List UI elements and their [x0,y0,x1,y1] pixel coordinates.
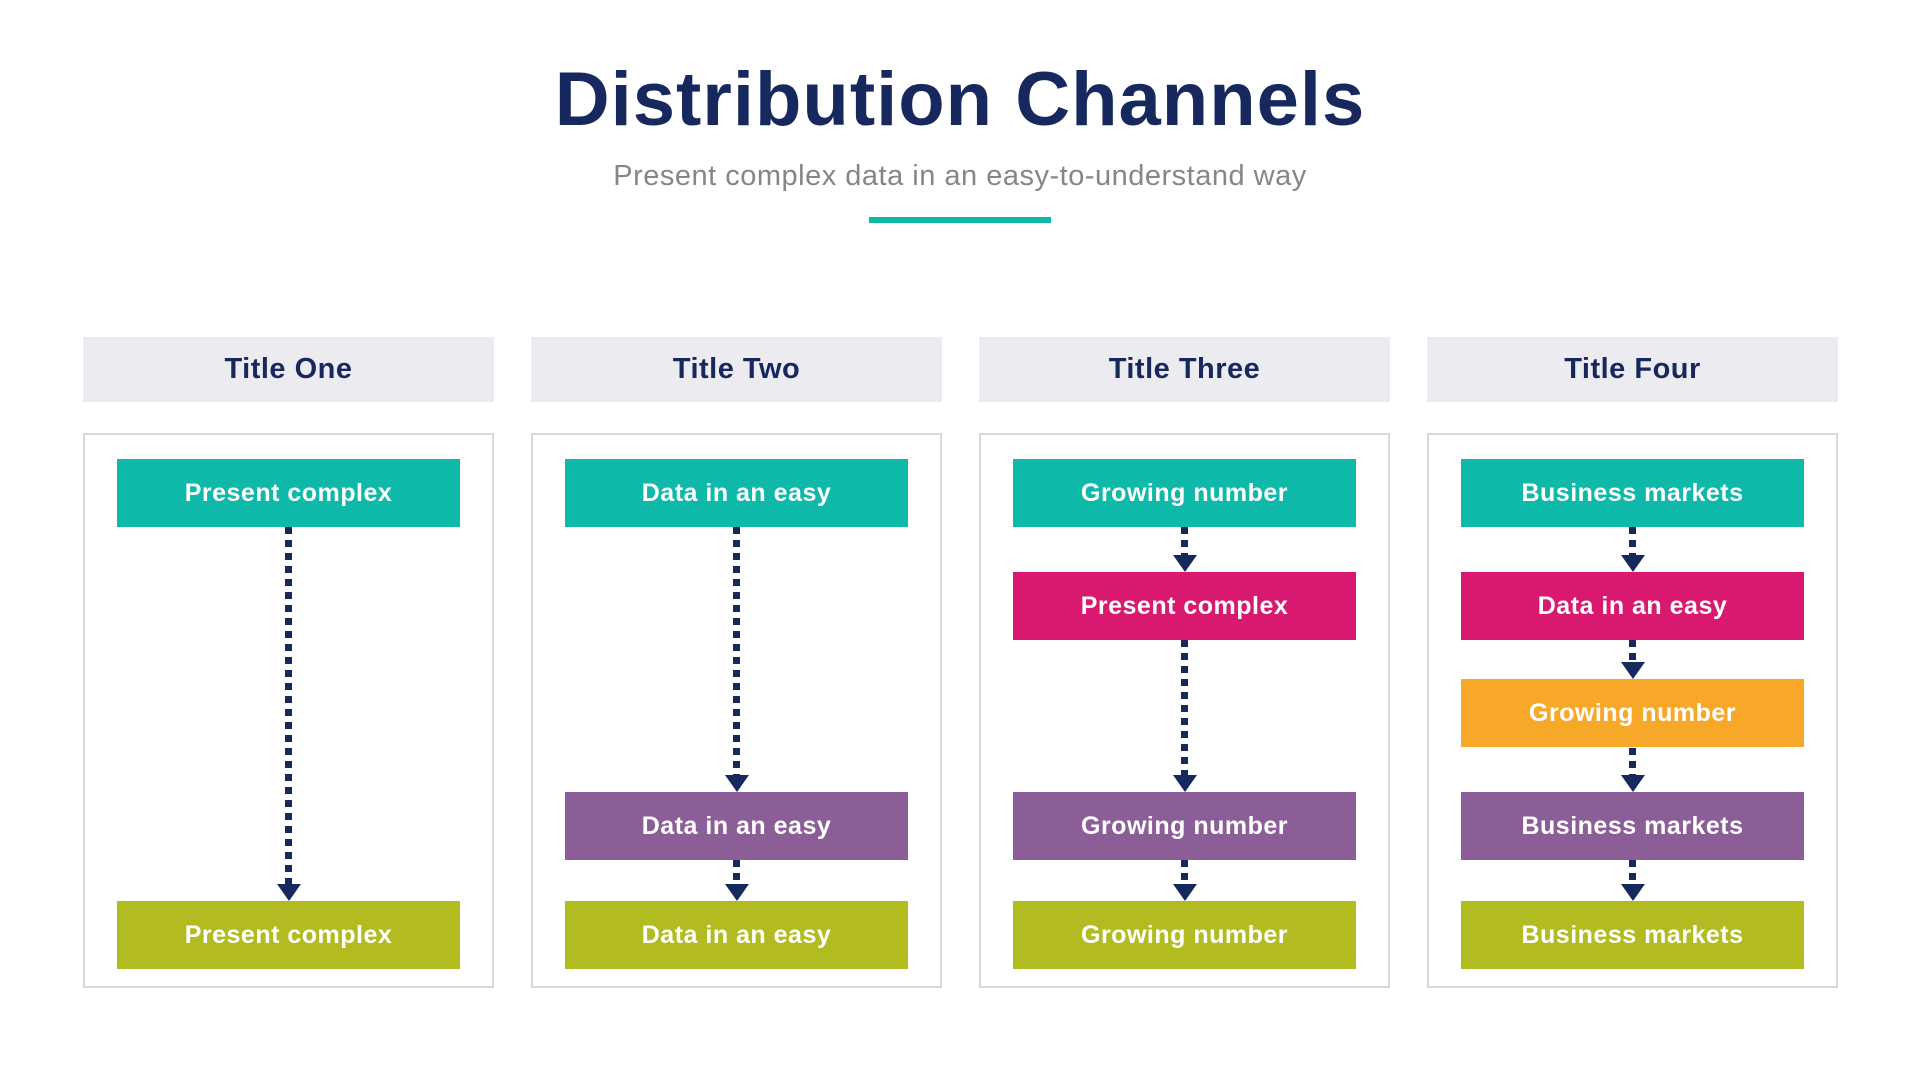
down-arrow [1620,527,1645,572]
slide-header: Distribution Channels Present complex da… [0,0,1920,223]
dotted-line [1629,527,1636,555]
dotted-line [733,860,740,884]
down-arrow [1172,527,1197,572]
arrowhead-icon [1172,775,1197,792]
channel-column-four: Title Four Business markets Data in an e… [1427,337,1838,988]
column-title: Title Two [672,353,801,385]
dotted-line [1181,860,1188,884]
arrowhead-icon [1620,662,1645,679]
flow-step: Data in an easy [565,901,908,969]
dotted-line [1629,640,1636,662]
dotted-line [1181,640,1188,775]
column-box: Present complex Present complex [83,433,494,988]
flow-step: Growing number [1461,679,1804,747]
column-title: Title One [224,353,353,385]
column-header: Title Three [979,337,1390,402]
flow-step: Present complex [117,901,460,969]
flow-step: Data in an easy [1461,572,1804,640]
column-box: Data in an easy Data in an easy Data in … [531,433,942,988]
arrowhead-icon [1620,884,1645,901]
flow-step: Growing number [1013,901,1356,969]
arrowhead-icon [724,884,749,901]
down-arrow [1172,860,1197,901]
flow-step: Data in an easy [565,792,908,860]
flow-step: Growing number [1013,792,1356,860]
dotted-line [733,527,740,775]
flow-step: Growing number [1013,459,1356,527]
dotted-line [1629,748,1636,775]
arrowhead-icon [1620,555,1645,572]
channel-column-three: Title Three Growing number Present compl… [979,337,1390,988]
channel-columns: Title One Present complex Present comple… [83,337,1838,988]
arrowhead-icon [1620,775,1645,792]
accent-divider [869,216,1051,223]
arrowhead-icon [1172,555,1197,572]
column-box: Business markets Data in an easy Growing… [1427,433,1838,988]
channel-column-one: Title One Present complex Present comple… [83,337,494,988]
page-subtitle: Present complex data in an easy-to-under… [613,159,1307,192]
arrowhead-icon [276,884,301,901]
down-arrow [1620,860,1645,901]
arrowhead-icon [724,775,749,792]
column-header: Title One [83,337,494,402]
down-arrow [1172,640,1197,792]
down-arrow [724,527,749,792]
flow-step: Data in an easy [565,459,908,527]
column-header: Title Four [1427,337,1838,402]
down-arrow [1620,640,1645,679]
column-title: Title Three [1108,353,1261,385]
flow-step: Business markets [1461,901,1804,969]
column-header: Title Two [531,337,942,402]
arrowhead-icon [1172,884,1197,901]
column-box: Growing number Present complex Growing n… [979,433,1390,988]
flow-step: Present complex [117,459,460,527]
down-arrow [724,860,749,901]
down-arrow [1620,748,1645,792]
flow-step: Business markets [1461,792,1804,860]
down-arrow [276,527,301,901]
dotted-line [1181,527,1188,555]
channel-column-two: Title Two Data in an easy Data in an eas… [531,337,942,988]
flow-step: Present complex [1013,572,1356,640]
page-title: Distribution Channels [554,57,1366,142]
dotted-line [1629,860,1636,884]
dotted-line [285,527,292,884]
column-title: Title Four [1564,353,1701,385]
flow-step: Business markets [1461,459,1804,527]
